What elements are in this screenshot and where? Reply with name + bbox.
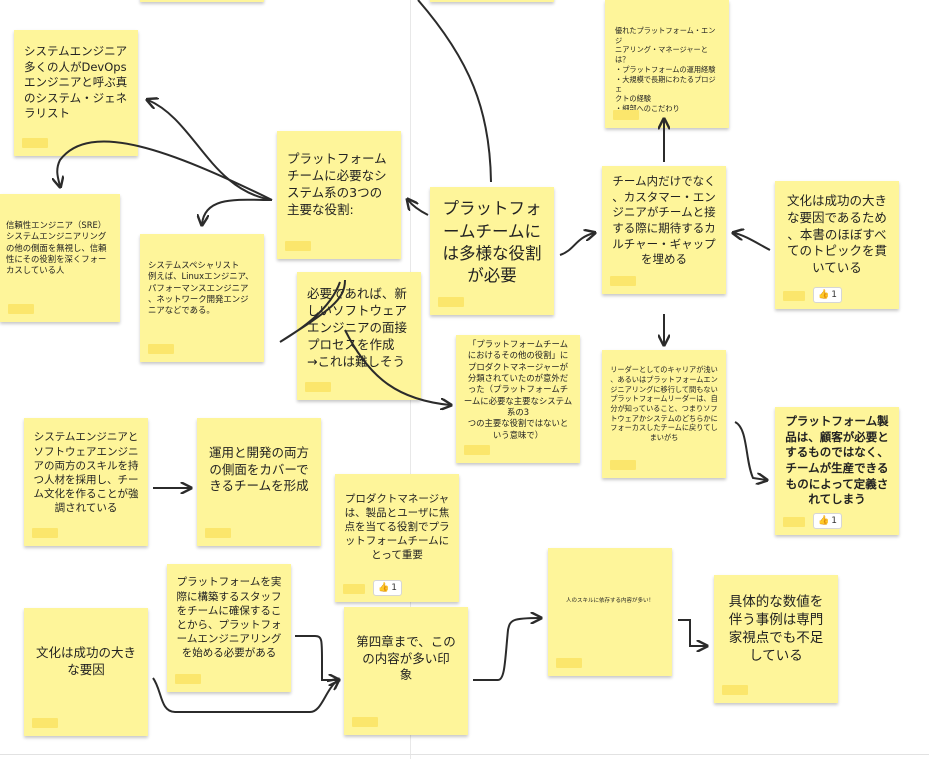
note-tag	[22, 138, 48, 148]
sticky-note-ops-dev-team[interactable]: 運用と開発の両方 の側面をカバーで きるチームを形成	[197, 418, 321, 546]
note-tag	[175, 674, 201, 684]
arrow-skill-to-numbers	[678, 619, 706, 646]
note-text: リーダーとしてのキャリアが浅い 、あるいはプラットフォームエン ジニアリングに移…	[610, 365, 718, 443]
sticky-note-three-roles[interactable]: プラットフォーム チームに必要なシ ステム系の3つの 主要な役割:	[277, 131, 401, 259]
canvas-bottom-border	[0, 754, 929, 755]
like-count: 1	[831, 290, 837, 300]
note-tag	[783, 291, 805, 301]
thumbs-up-icon: 👍	[818, 516, 830, 526]
sticky-note-culture-big-factor[interactable]: 文化は成功の大き な要因	[24, 608, 148, 736]
note-tag	[148, 344, 174, 354]
note-text: システムエンジニアと ソフトウェアエンジニ アの両方のスキルを持 つ人材を採用し…	[33, 431, 139, 515]
sticky-note-skill-dependent[interactable]: 人のスキルに依存する内容が多い！	[548, 548, 672, 676]
note-text: プラットフォ ームチームに は多様な役割 が必要	[442, 199, 542, 286]
note-text: 運用と開発の両方 の側面をカバーで きるチームを形成	[208, 444, 309, 494]
like-count: 1	[831, 516, 837, 526]
note-tag	[438, 297, 464, 307]
note-text: プロダクトマネージャ は、製品とユーザに焦 点を当てる役割でプラ ットフォームチ…	[344, 492, 450, 562]
arrow-leader-to-product	[734, 421, 766, 480]
note-text: 人のスキルに依存する内容が多い！	[565, 598, 654, 605]
sticky-note-leader-career[interactable]: リーダーとしてのキャリアが浅い 、あるいはプラットフォームエン ジニアリングに移…	[602, 350, 726, 478]
note-tag	[305, 382, 331, 392]
sticky-note-diverse-roles[interactable]: プラットフォ ームチームに は多様な役割 が必要	[430, 187, 554, 315]
note-tag	[610, 460, 636, 470]
sticky-note-culture-gap[interactable]: チーム内だけでなく 、カスタマー・エン ジニアがチームと接 する際に期待するカ …	[602, 166, 726, 294]
sticky-note-product-manager[interactable]: プロダクトマネージャ は、製品とユーザに焦 点を当てる役割でプラ ットフォームチ…	[335, 474, 459, 602]
like-reaction-button[interactable]: 👍 1	[373, 580, 402, 596]
like-reaction-button[interactable]: 👍 1	[813, 513, 842, 529]
arrow-roles-to-specialist	[202, 198, 273, 224]
note-tag	[205, 528, 231, 538]
sticky-note-partial-top-left[interactable]	[140, 0, 264, 2]
note-tag	[464, 445, 490, 455]
note-text: 文化は成功の大き な要因	[35, 645, 136, 677]
note-text: プラットフォーム製 品は、顧客が必要と するものではなく、 チームが生産できる …	[785, 414, 889, 507]
arrow-from-top	[417, 0, 492, 183]
sticky-note-hire-process[interactable]: 必要であれば、新 しいソフトウェア エンジニアの面接 プロセスを作成 →これは難…	[297, 272, 421, 400]
sticky-note-sys-engineer-generalist[interactable]: システムエンジニア 多くの人がDevOps エンジニアと呼ぶ真 のシステム・ジェ…	[14, 30, 138, 156]
note-tag	[8, 304, 34, 314]
note-tag	[285, 241, 311, 251]
arrow-start-to-chapter4	[295, 635, 338, 680]
like-count: 1	[391, 583, 397, 593]
note-tag	[343, 584, 365, 594]
note-tag	[32, 718, 58, 728]
note-tag	[556, 658, 582, 668]
sticky-note-partial-top-mid[interactable]	[430, 0, 554, 2]
sticky-note-excellent-manager[interactable]: 優れたプラットフォーム・エンジ ニアリング・マネージャーとは？ ・プラットフォー…	[605, 0, 729, 128]
note-text: プラットフォームを実 際に構築するスタッフ をチームに確保するこ とから、プラッ…	[176, 576, 282, 660]
sticky-note-sre[interactable]: 信頼性エンジニア（SRE） システムエンジニアリング の他の側面を無視し、信頼 …	[0, 194, 120, 322]
sticky-note-dual-skills[interactable]: システムエンジニアと ソフトウェアエンジニ アの両方のスキルを持 つ人材を採用し…	[24, 418, 148, 546]
arrow-topic-to-gap	[734, 233, 771, 251]
sticky-note-chapter4[interactable]: 第四章まで、この の内容が多い印 象	[344, 607, 468, 735]
note-text: 必要であれば、新 しいソフトウェア エンジニアの面接 プロセスを作成 →これは難…	[307, 286, 408, 369]
note-text: 文化は成功の大き な要因であるため 、本書のほぼすべ てのトピックを貫 いている	[786, 192, 887, 276]
note-tag	[610, 276, 636, 286]
like-reaction-button[interactable]: 👍 1	[813, 287, 842, 303]
arrow-chapter4-to-skill	[473, 618, 540, 681]
note-tag	[722, 685, 748, 695]
note-text: チーム内だけでなく 、カスタマー・エン ジニアがチームと接 する際に期待するカ …	[612, 174, 716, 267]
note-tag	[352, 717, 378, 727]
note-text: 優れたプラットフォーム・エンジ ニアリング・マネージャーとは？ ・プラットフォー…	[615, 26, 716, 113]
note-text: システムエンジニア 多くの人がDevOps エンジニアと呼ぶ真 のシステム・ジェ…	[24, 44, 128, 121]
arrow-roles-to-generalist	[148, 100, 273, 201]
thumbs-up-icon: 👍	[378, 583, 390, 593]
note-text: 「プラットフォームチーム におけるその他の役割」に プロダクトマネージャーが 分…	[463, 338, 573, 440]
sticky-note-sys-specialist[interactable]: システムスペシャリスト 例えば、Linuxエンジニア、 パフォーマンスエンジニア…	[140, 234, 264, 362]
note-text: 具体的な数値を 伴う事例は専門 家視点でも不足 している	[728, 593, 824, 665]
sticky-note-culture-big-factor-topic[interactable]: 文化は成功の大き な要因であるため 、本書のほぼすべ てのトピックを貫 いている…	[775, 181, 899, 309]
sticky-note-other-roles[interactable]: 「プラットフォームチーム におけるその他の役割」に プロダクトマネージャーが 分…	[456, 335, 580, 463]
note-text: 第四章まで、この の内容が多い印 象	[356, 633, 456, 683]
note-text: 信頼性エンジニア（SRE） システムエンジニアリング の他の側面を無視し、信頼 …	[6, 220, 107, 276]
thumbs-up-icon: 👍	[818, 290, 830, 300]
arrow-diverse-to-culture-gap	[559, 233, 594, 256]
sticky-note-platform-product[interactable]: プラットフォーム製 品は、顧客が必要と するものではなく、 チームが生産できる …	[775, 407, 899, 535]
note-text: プラットフォーム チームに必要なシ ステム系の3つの 主要な役割:	[287, 151, 387, 217]
note-tag	[32, 528, 58, 538]
arrow-diverse-to-roles	[408, 200, 429, 216]
note-tag	[613, 110, 639, 120]
sticky-note-start-platform[interactable]: プラットフォームを実 際に構築するスタッフ をチームに確保するこ とから、プラッ…	[167, 564, 291, 692]
note-tag	[783, 517, 805, 527]
sticky-note-no-numbers[interactable]: 具体的な数値を 伴う事例は専門 家視点でも不足 している	[714, 575, 838, 703]
note-text: システムスペシャリスト 例えば、Linuxエンジニア、 パフォーマンスエンジニア…	[148, 260, 254, 316]
